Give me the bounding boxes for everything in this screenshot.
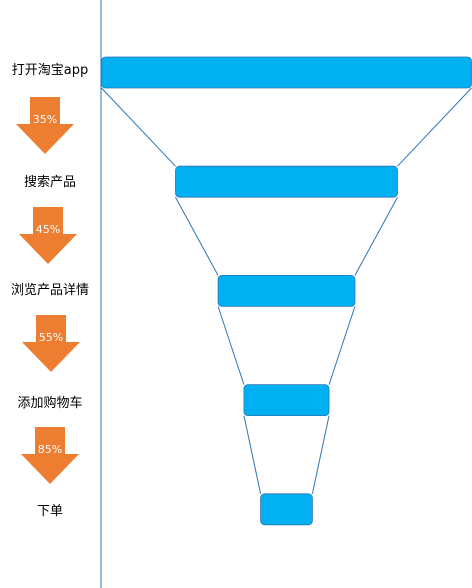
- funnel-connector-right: [354, 196, 398, 276]
- stage-label-1: 打开淘宝app: [11, 63, 89, 78]
- conversion-rate-4: 85%: [37, 443, 63, 456]
- down-arrow-shape: [19, 207, 77, 264]
- down-arrow-body: [22, 315, 80, 372]
- down-arrow-icon: 85%: [20, 427, 80, 485]
- funnel-bar-4: [243, 384, 330, 417]
- down-arrow-body: [19, 207, 77, 264]
- down-arrow-body: [16, 97, 74, 154]
- down-arrow-icon: 55%: [21, 315, 81, 373]
- stage-label-4: 添加购物车: [17, 396, 83, 411]
- stage-label-2: 搜索产品: [23, 175, 76, 190]
- funnel-bar-3: [217, 274, 356, 307]
- funnel-bar-2: [175, 165, 398, 198]
- down-arrow-icon: 35%: [15, 97, 75, 155]
- stage-label-3: 浏览产品详情: [10, 283, 89, 298]
- conversion-rate-3: 55%: [38, 331, 64, 344]
- funnel-connectors: [101, 87, 472, 494]
- funnel-connector-left: [101, 87, 176, 167]
- funnel-connector-right: [311, 415, 330, 494]
- conversion-rate-1: 35%: [32, 113, 58, 126]
- down-arrow-shape: [22, 315, 80, 372]
- funnel-connector-right: [397, 87, 472, 167]
- down-arrow-body: [21, 427, 79, 484]
- funnel-bars: [101, 56, 472, 526]
- down-arrow-shape: [16, 97, 74, 154]
- funnel-bar-5: [260, 493, 313, 526]
- funnel-connector-left: [175, 196, 219, 276]
- funnel-connector-right: [328, 306, 356, 385]
- funnel-bar-1: [101, 56, 472, 89]
- down-arrow-icon: 45%: [18, 207, 78, 265]
- down-arrow-shape: [21, 427, 79, 484]
- funnel-connector-left: [217, 306, 245, 385]
- funnel-connector-left: [243, 415, 262, 494]
- conversion-rate-2: 45%: [35, 223, 61, 236]
- stage-label-5: 下单: [36, 504, 63, 519]
